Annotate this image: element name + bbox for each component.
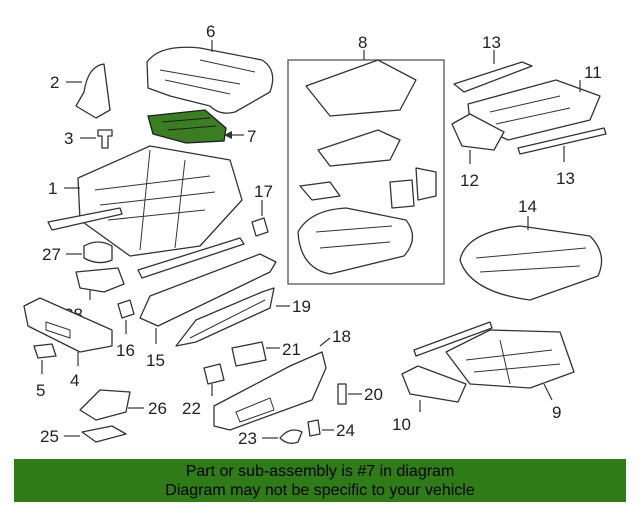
callout-9: 9 <box>552 403 561 422</box>
part-24-cap <box>307 419 321 437</box>
part-26-bracket <box>79 389 131 421</box>
part-16-clip <box>117 299 135 319</box>
callout-12: 12 <box>460 171 479 190</box>
part-6-cushion-pad <box>146 46 274 114</box>
callout-27: 27 <box>42 245 61 264</box>
leader-18 <box>319 337 331 347</box>
part-5-switch <box>33 343 57 359</box>
callout-4: 4 <box>70 371 79 390</box>
part-12-pad <box>451 113 505 151</box>
callout-13-bottom: 13 <box>556 169 575 188</box>
callout-5: 5 <box>36 381 45 400</box>
callout-21: 21 <box>282 340 301 359</box>
part-19-bracket <box>175 287 275 347</box>
part-25-module <box>81 425 127 443</box>
part-2-bracket <box>75 63 111 119</box>
callout-26: 26 <box>148 399 167 418</box>
callout-19: 19 <box>292 297 311 316</box>
part-18-side-shield <box>213 351 327 431</box>
info-banner: Part or sub-assembly is #7 in diagram Di… <box>14 459 626 502</box>
banner-line-2: Diagram may not be specific to your vehi… <box>165 481 475 499</box>
callout-20: 20 <box>364 385 383 404</box>
part-9-heater-mat <box>413 321 575 389</box>
part-8-box <box>287 59 445 285</box>
banner-line-1: Part or sub-assembly is #7 in diagram <box>185 462 455 480</box>
callout-11: 11 <box>584 63 602 82</box>
callout-23: 23 <box>238 429 257 448</box>
callout-6: 6 <box>206 22 215 41</box>
callout-16: 16 <box>116 341 135 360</box>
part-10-pad <box>401 365 467 403</box>
part-27-pad <box>83 241 113 264</box>
part-17-clip <box>251 217 269 237</box>
part-7-highlighted-pad <box>147 109 227 144</box>
callout-17: 17 <box>254 182 273 201</box>
part-22-connector <box>203 363 225 385</box>
callout-3: 3 <box>64 129 73 148</box>
callout-15: 15 <box>146 351 165 370</box>
callout-25: 25 <box>40 427 59 446</box>
callout-1: 1 <box>48 179 57 198</box>
part-15-rail-cover <box>139 253 277 327</box>
callout-7: 7 <box>247 127 256 146</box>
leader-9 <box>543 383 553 401</box>
callout-13-top: 13 <box>482 33 501 52</box>
parts-diagram: 6 7 2 3 1 17 27 28 4 5 16 <box>23 22 607 448</box>
part-4-side-panel <box>23 297 113 353</box>
callout-10: 10 <box>392 415 411 434</box>
callout-18: 18 <box>332 327 351 346</box>
arrow-7 <box>224 131 232 139</box>
part-14-cushion <box>459 225 603 301</box>
callout-14: 14 <box>518 197 537 216</box>
part-28-module <box>75 267 125 293</box>
part-21-module <box>231 341 267 367</box>
callout-24: 24 <box>336 421 355 440</box>
part-23-cap <box>279 429 303 444</box>
part-3-bolt <box>97 129 113 149</box>
part-20-bolt <box>337 383 347 405</box>
part-1-seat-frame <box>47 145 245 279</box>
callout-22: 22 <box>182 399 201 418</box>
callout-2: 2 <box>50 73 59 92</box>
part-13-strip-bottom <box>517 127 607 155</box>
callout-8: 8 <box>358 33 367 52</box>
part-13-strip-top <box>453 61 533 93</box>
